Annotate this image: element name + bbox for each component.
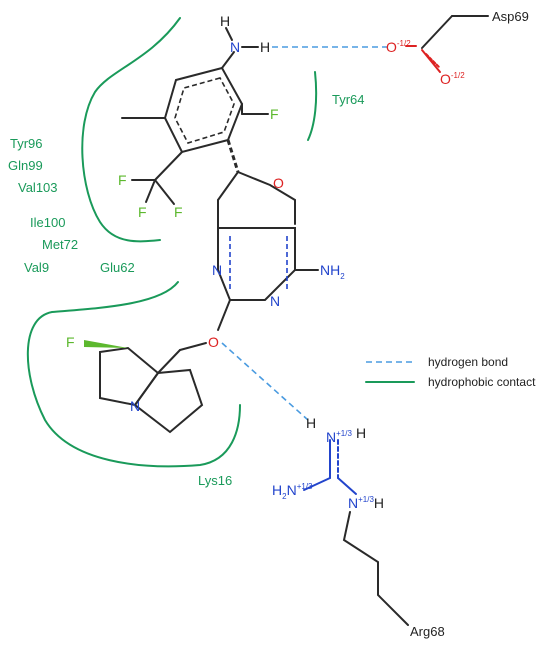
atom-cf3-f3: F <box>174 204 183 220</box>
atom-n-pyrrol: N <box>130 398 140 414</box>
atom-o-pyran: O <box>273 175 284 191</box>
atom-o-ether: O <box>208 334 219 350</box>
residue-labels: Asp69 Tyr64 Tyr96 Gln99 Val103 Ile100 Me… <box>8 9 529 639</box>
atom-f-aryl: F <box>270 106 279 122</box>
atom-h-amine2: H <box>260 39 270 55</box>
residue-glu62: Glu62 <box>100 260 135 275</box>
atom-n-amine: N <box>230 39 240 55</box>
atom-cf3-f1: F <box>118 172 127 188</box>
residue-tyr96: Tyr96 <box>10 136 43 151</box>
residue-gln99: Gln99 <box>8 158 43 173</box>
atom-n-pyr2: N <box>270 293 280 309</box>
residue-val103: Val103 <box>18 180 58 195</box>
atom-arg-h1: H <box>306 415 316 431</box>
atom-h-amine: H <box>220 13 230 29</box>
residue-val9: Val9 <box>24 260 49 275</box>
legend-hbond-label: hydrogen bond <box>428 355 508 369</box>
legend: hydrogen bond hydrophobic contact <box>365 355 536 389</box>
hydrophobic-arc-left <box>81 17 181 243</box>
ligand-atoms: H N H F F F F O N N NH2 O F N <box>66 13 345 414</box>
atom-nh2: NH2 <box>320 262 345 281</box>
asp69-atoms: O-1/2 O-1/2 <box>386 39 465 87</box>
atom-n-pyr1: N <box>212 262 222 278</box>
atom-f-pyrrol: F <box>66 334 75 350</box>
hydrophobic-arcs <box>26 17 318 468</box>
arg68-atoms: H N+1/3 H H2N+1/3 N+1/3H <box>272 415 384 511</box>
residue-met72: Met72 <box>42 237 78 252</box>
atom-arg-h2: H <box>356 425 366 441</box>
atom-arg-n3: N+1/3H <box>348 495 384 511</box>
residue-ile100: Ile100 <box>30 215 65 230</box>
arg68-sidechain <box>303 439 409 626</box>
atom-cf3-f2: F <box>138 204 147 220</box>
wedge-bond <box>84 340 128 348</box>
hbond-ether-arg68 <box>221 342 309 421</box>
residue-lys16: Lys16 <box>198 473 232 488</box>
atom-arg-n1: N+1/3 <box>326 429 352 445</box>
atom-o-asp1: O-1/2 <box>386 39 411 55</box>
atom-o-asp2: O-1/2 <box>440 71 465 87</box>
legend-hydrophobic-label: hydrophobic contact <box>428 375 536 389</box>
residue-tyr64: Tyr64 <box>332 92 365 107</box>
hydrophobic-arc-lys16 <box>26 281 241 468</box>
asp69-sidechain <box>405 15 489 73</box>
ligand-bonds <box>84 27 319 434</box>
residue-arg68: Arg68 <box>410 624 445 639</box>
atom-arg-nh2: H2N+1/3 <box>272 482 313 501</box>
hydrophobic-arc-tyr64 <box>307 71 318 141</box>
residue-asp69: Asp69 <box>492 9 529 24</box>
